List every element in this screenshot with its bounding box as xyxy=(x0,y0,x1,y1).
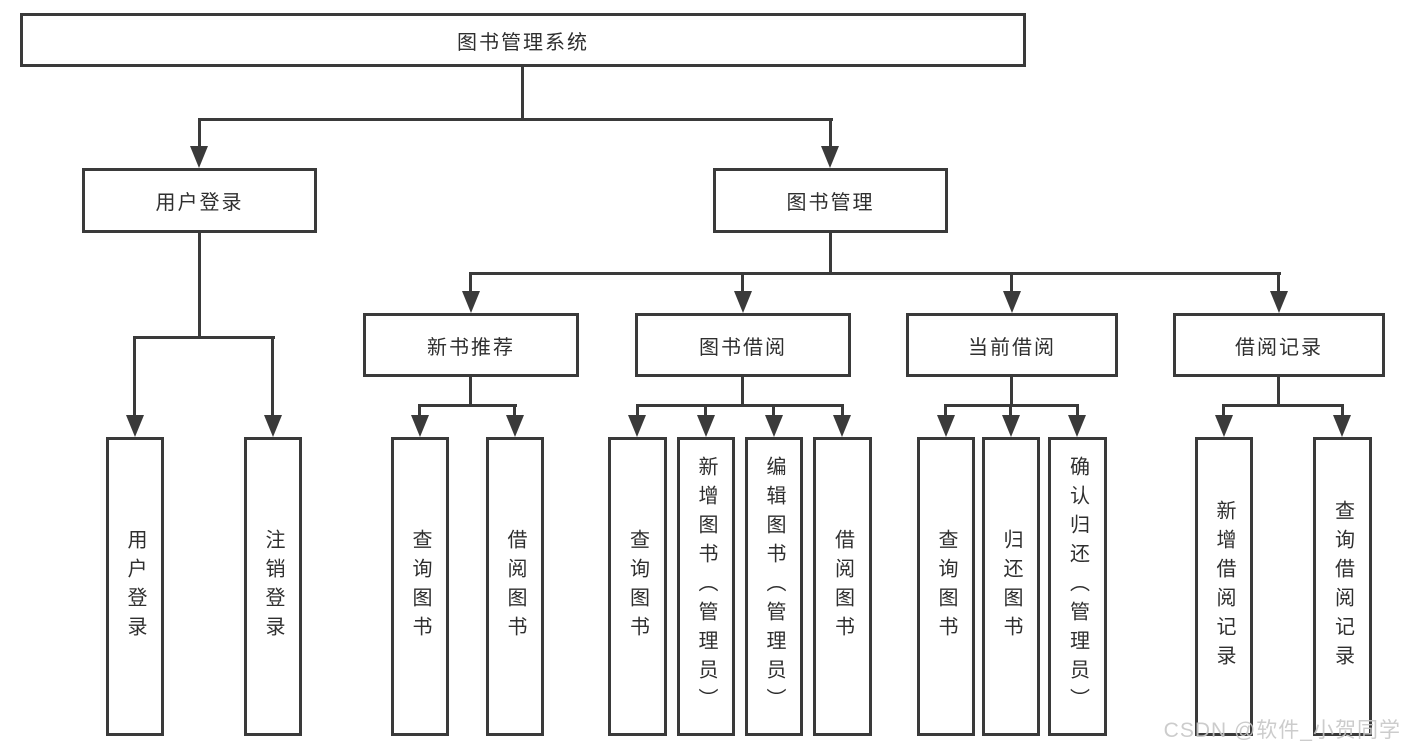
leaf-add-books-admin: 新增图书（管理员） xyxy=(677,437,735,736)
csdn-watermark: CSDN @软件_小贺同学 xyxy=(1163,719,1401,742)
book-borrow-bar-line xyxy=(636,404,844,407)
arrow-line xyxy=(944,407,947,417)
book-management-stem-line xyxy=(829,233,832,275)
node-book-borrow: 图书借阅 xyxy=(635,313,851,377)
leaf-edit-books-admin: 编辑图书（管理员） xyxy=(745,437,803,736)
arrow-line xyxy=(1009,407,1012,417)
node-user-login: 用户登录 xyxy=(82,168,317,233)
arrow-line xyxy=(741,275,744,293)
arrowhead-down-icon xyxy=(411,415,429,437)
arrowhead-down-icon xyxy=(821,146,839,168)
node-current-borrow-label: 当前借阅 xyxy=(968,336,1056,359)
arrowhead-down-icon xyxy=(1068,415,1086,437)
user-login-stem-line xyxy=(198,233,201,339)
leaf-query-borrow-record: 查询借阅记录 xyxy=(1313,437,1372,736)
arrow-line xyxy=(513,407,516,417)
current-borrow-bar-line xyxy=(944,404,1079,407)
leaf-query-books-recommend: 查询图书 xyxy=(391,437,449,736)
arrow-line xyxy=(841,407,844,417)
user-login-bar-line xyxy=(133,336,275,339)
new-book-bar-line xyxy=(418,404,517,407)
borrow-records-stem-line xyxy=(1277,377,1280,407)
leaf-borrow-books: 借阅图书 xyxy=(813,437,872,736)
arrow-line xyxy=(1277,275,1280,293)
arrowhead-down-icon xyxy=(190,146,208,168)
node-book-management-label: 图书管理 xyxy=(786,192,875,214)
node-new-book-recommend-label: 新书推荐 xyxy=(427,336,515,359)
node-borrow-records: 借阅记录 xyxy=(1173,313,1385,377)
leaf-query-books-borrow: 查询图书 xyxy=(608,437,667,736)
arrow-line xyxy=(1076,407,1079,417)
root-stem-line xyxy=(521,67,524,121)
new-book-stem-line xyxy=(469,377,472,407)
arrow-line xyxy=(133,339,136,417)
arrow-line xyxy=(271,339,274,417)
arrowhead-down-icon xyxy=(833,415,851,437)
level2-bar-line xyxy=(198,118,833,121)
arrowhead-down-icon xyxy=(506,415,524,437)
arrow-line xyxy=(198,118,201,150)
node-user-login-label: 用户登录 xyxy=(155,192,244,214)
arrowhead-down-icon xyxy=(1002,415,1020,437)
arrowhead-down-icon xyxy=(628,415,646,437)
arrow-line xyxy=(469,275,472,293)
arrowhead-down-icon xyxy=(126,415,144,437)
arrowhead-down-icon xyxy=(734,291,752,313)
leaf-return-books: 归还图书 xyxy=(982,437,1040,736)
arrowhead-down-icon xyxy=(697,415,715,437)
arrowhead-down-icon xyxy=(462,291,480,313)
leaf-confirm-return-admin: 确认归还（管理员） xyxy=(1048,437,1107,736)
level3-bar-line xyxy=(469,272,1281,275)
arrow-line xyxy=(418,407,421,417)
node-root: 图书管理系统 xyxy=(20,13,1026,67)
arrowhead-down-icon xyxy=(1333,415,1351,437)
book-borrow-stem-line xyxy=(741,377,744,407)
leaf-borrow-books-recommend: 借阅图书 xyxy=(486,437,544,736)
node-current-borrow: 当前借阅 xyxy=(906,313,1118,377)
borrow-records-bar-line xyxy=(1222,404,1344,407)
arrow-line xyxy=(636,407,639,417)
arrowhead-down-icon xyxy=(937,415,955,437)
leaf-user-login: 用户登录 xyxy=(106,437,164,736)
leaf-logout: 注销登录 xyxy=(244,437,302,736)
arrow-line xyxy=(1010,275,1013,293)
arrowhead-down-icon xyxy=(1215,415,1233,437)
leaf-query-books-current: 查询图书 xyxy=(917,437,975,736)
node-book-borrow-label: 图书借阅 xyxy=(699,336,787,359)
node-borrow-records-label: 借阅记录 xyxy=(1235,336,1323,359)
arrow-line xyxy=(1341,407,1344,417)
arrowhead-down-icon xyxy=(765,415,783,437)
arrowhead-down-icon xyxy=(1003,291,1021,313)
arrowhead-down-icon xyxy=(264,415,282,437)
arrow-line xyxy=(1222,407,1225,417)
node-new-book-recommend: 新书推荐 xyxy=(363,313,579,377)
arrow-line xyxy=(829,118,832,150)
leaf-add-borrow-record: 新增借阅记录 xyxy=(1195,437,1253,736)
node-book-management: 图书管理 xyxy=(713,168,948,233)
arrow-line xyxy=(704,407,707,417)
arrowhead-down-icon xyxy=(1270,291,1288,313)
current-borrow-stem-line xyxy=(1010,377,1013,407)
node-root-label: 图书管理系统 xyxy=(457,31,589,54)
arrow-line xyxy=(772,407,775,417)
